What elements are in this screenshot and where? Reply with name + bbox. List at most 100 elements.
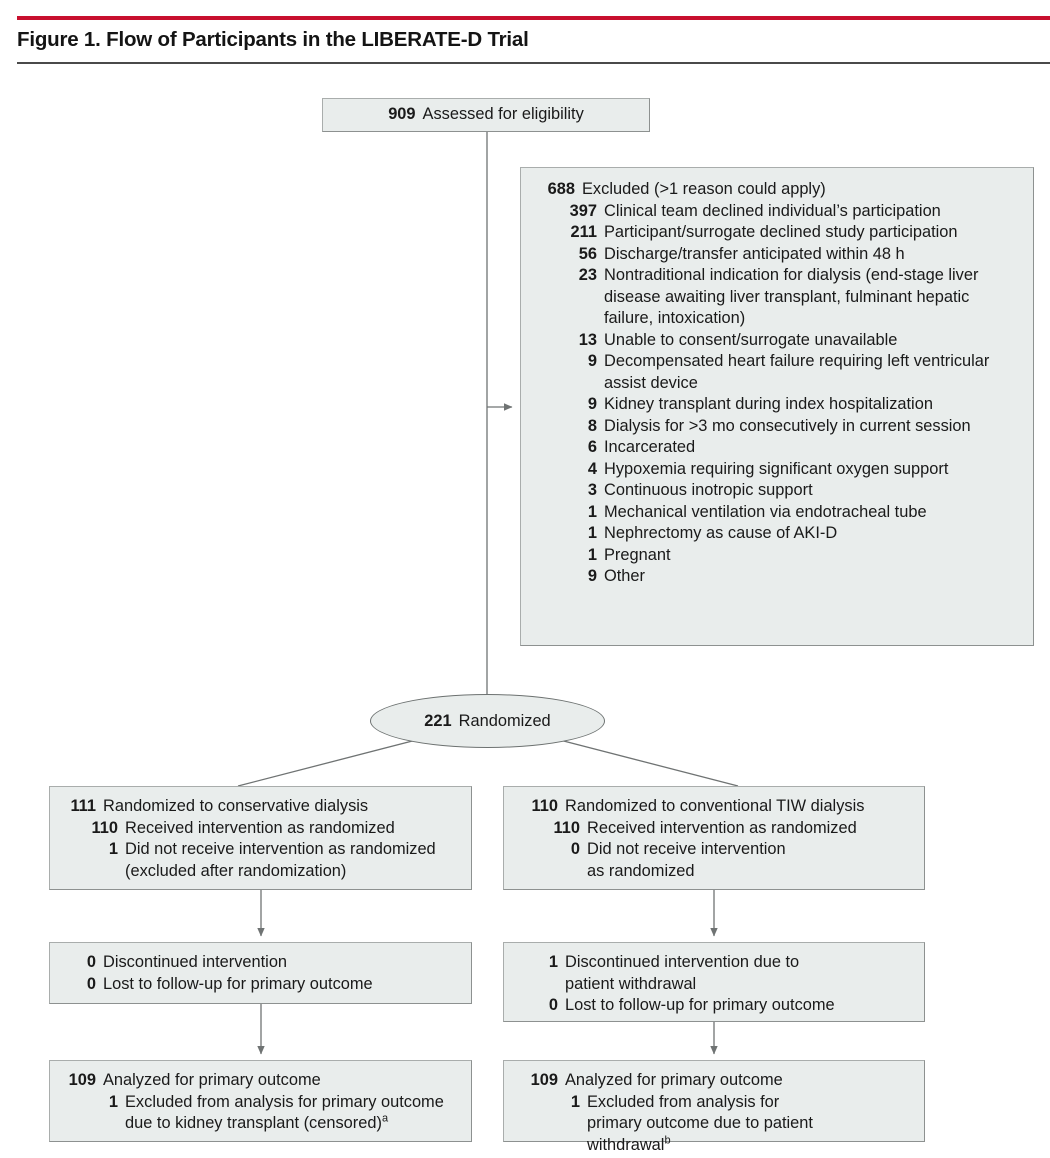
allocation-header: 110 Randomized to conventional TIW dialy… (528, 796, 914, 818)
followup-label: Lost to follow-up for primary outcome (565, 996, 835, 1014)
followup-count: 0 (86, 974, 96, 993)
followup-count: 0 (86, 953, 96, 971)
followup-label: Discontinued intervention (103, 953, 288, 971)
reason-count: 13 (578, 330, 597, 349)
subitem-count: 1 (108, 840, 118, 858)
reason-count: 211 (570, 223, 597, 241)
reason-label: Nephrectomy as cause of AKI-D (604, 524, 838, 542)
analysis-count: 109 (530, 1071, 558, 1089)
reason-count: 9 (587, 352, 597, 370)
reason-label: Nontraditional indication for dialysis (… (604, 266, 979, 327)
reason-label: Unable to consent/surrogate unavailable (604, 330, 898, 349)
subitem-text: Excluded from analysis for primary outco… (125, 1092, 444, 1133)
reason-label: Continuous inotropic support (604, 481, 813, 499)
reason-count: 397 (569, 201, 597, 220)
reason-label: Other (604, 567, 645, 585)
exclusion-reason: 23 Nontraditional indication for dialysi… (537, 265, 1023, 330)
node-count: 909 (388, 105, 416, 123)
exclusion-reason: 1 Nephrectomy as cause of AKI-D (537, 523, 1023, 545)
followup-label: Discontinued intervention due to patient… (565, 953, 800, 993)
analysis-header: 109 Analyzed for primary outcome (528, 1070, 914, 1092)
excluded-count: 688 (547, 180, 575, 198)
reason-count: 9 (587, 567, 597, 585)
reason-count: 23 (578, 266, 597, 284)
analysis-header: 109 Analyzed for primary outcome (66, 1070, 461, 1092)
excluded-header: 688 Excluded (>1 reason could apply) (537, 179, 1023, 201)
exclusion-reason: 6 Incarcerated (537, 437, 1023, 459)
reason-label: Kidney transplant during index hospitali… (604, 395, 933, 413)
excluded-label: Excluded (>1 reason could apply) (582, 180, 826, 198)
title-underline-rule (17, 62, 1050, 64)
followup-item: 0 Lost to follow-up for primary outcome (66, 974, 461, 996)
reason-label: Participant/surrogate declined study par… (604, 223, 958, 241)
allocation-count: 110 (531, 797, 558, 815)
exclusion-reason: 1 Mechanical ventilation via endotrachea… (537, 502, 1023, 524)
subitem-count: 1 (108, 1092, 118, 1111)
exclusion-reason: 8 Dialysis for >3 mo consecutively in cu… (537, 416, 1023, 438)
analysis-subitem: 1 Excluded from analysis for primary out… (66, 1092, 461, 1135)
top-accent-rule (17, 16, 1050, 20)
node-assessed-for-eligibility: 909 Assessed for eligibility (322, 98, 650, 132)
node-label: Assessed for eligibility (422, 105, 584, 123)
figure-title: Figure 1. Flow of Participants in the LI… (17, 28, 529, 51)
node-right-followup: 1 Discontinued intervention due to patie… (503, 942, 925, 1022)
node-excluded: 688 Excluded (>1 reason could apply) 397… (520, 167, 1034, 646)
node-line: 909 Assessed for eligibility (323, 99, 649, 126)
allocation-label: Randomized to conventional TIW dialysis (565, 797, 865, 815)
reason-label: Clinical team declined individual’s part… (604, 201, 941, 220)
subitem-label: Received intervention as randomized (587, 818, 857, 837)
reason-count: 1 (587, 524, 597, 542)
node-right-allocation: 110 Randomized to conventional TIW dialy… (503, 786, 925, 890)
allocation-subitem: 110 Received intervention as randomized (66, 818, 461, 840)
subitem-count: 110 (91, 818, 118, 837)
node-line: 221 Randomized (371, 695, 604, 733)
exclusion-reason: 13 Unable to consent/surrogate unavailab… (537, 330, 1023, 352)
allocation-label: Randomized to conservative dialysis (103, 797, 369, 815)
node-left-allocation: 111 Randomized to conservative dialysis … (49, 786, 472, 890)
analysis-count: 109 (68, 1071, 96, 1089)
reason-label: Mechanical ventilation via endotracheal … (604, 502, 927, 521)
subitem-label: Did not receive intervention as randomiz… (587, 840, 786, 880)
analysis-subitem: 1 Excluded from analysis for primary out… (528, 1092, 914, 1157)
allocation-header: 111 Randomized to conservative dialysis (66, 796, 461, 818)
subitem-count: 110 (553, 818, 580, 837)
subitem-label: Excluded from analysis for primary outco… (580, 1092, 837, 1157)
followup-count: 1 (548, 953, 558, 971)
exclusion-reason: 1 Pregnant (537, 545, 1023, 567)
node-randomized: 221 Randomized (370, 694, 605, 748)
subitem-count: 1 (570, 1092, 580, 1111)
followup-label: Lost to follow-up for primary outcome (103, 974, 373, 993)
reason-label: Decompensated heart failure requiring le… (604, 352, 990, 392)
reason-count: 8 (587, 416, 597, 435)
exclusion-reason: 4 Hypoxemia requiring significant oxygen… (537, 459, 1023, 481)
exclusion-reason: 56 Discharge/transfer anticipated within… (537, 244, 1023, 266)
exclusion-reason: 9 Other (537, 566, 1023, 588)
exclusion-reason: 9 Decompensated heart failure requiring … (537, 351, 1023, 394)
reason-label: Discharge/transfer anticipated within 48… (604, 244, 905, 263)
subitem-count: 0 (570, 840, 580, 858)
exclusion-reason: 397 Clinical team declined individual’s … (537, 201, 1023, 223)
analysis-label: Analyzed for primary outcome (565, 1071, 783, 1089)
node-left-followup: 0 Discontinued intervention 0 Lost to fo… (49, 942, 472, 1004)
reason-label: Pregnant (604, 545, 671, 564)
node-left-analysis: 109 Analyzed for primary outcome 1 Exclu… (49, 1060, 472, 1142)
footnote-marker-a: a (381, 1112, 389, 1125)
reason-count: 56 (578, 244, 597, 263)
followup-item: 1 Discontinued intervention due to patie… (528, 952, 914, 995)
followup-count: 0 (548, 996, 558, 1014)
exclusion-reason: 9 Kidney transplant during index hospita… (537, 394, 1023, 416)
subitem-label: Received intervention as randomized (125, 818, 395, 837)
randomized-count: 221 (424, 712, 452, 730)
randomized-label: Randomized (458, 712, 551, 730)
reason-count: 3 (587, 481, 597, 499)
reason-label: Hypoxemia requiring significant oxygen s… (604, 459, 949, 478)
allocation-subitem: 110 Received intervention as randomized (528, 818, 914, 840)
subitem-label: Did not receive intervention as randomiz… (125, 840, 436, 880)
followup-item: 0 Lost to follow-up for primary outcome (528, 995, 914, 1017)
reason-count: 4 (587, 459, 597, 478)
subitem-label: Excluded from analysis for primary outco… (118, 1092, 461, 1135)
reason-count: 6 (587, 438, 597, 456)
reason-label: Dialysis for >3 mo consecutively in curr… (604, 416, 971, 435)
subitem-text: Excluded from analysis for primary outco… (587, 1092, 813, 1154)
